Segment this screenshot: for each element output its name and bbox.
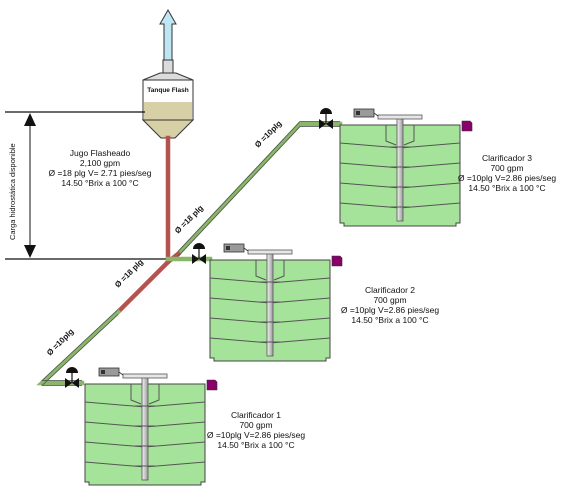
clarifier-1-info: Clarificador 1 700 gpm Ø =10plg V=2.86 p… [196, 410, 316, 450]
hydrostatic-head-label: Carga hidrostática disponible [8, 143, 17, 240]
valve-icon [192, 243, 206, 264]
clarifier-pipe: Ø =10plg V=2.86 pies/seg [457, 173, 557, 183]
vent-arrow [159, 8, 177, 61]
clarifier-name: Clarificador 2 [364, 285, 416, 295]
svg-text:Ø =10plg: Ø =10plg [45, 327, 75, 357]
hydrostatic-head-dimension [5, 111, 185, 260]
clarifier-brix: 14.50 °Brix a 100 °C [217, 440, 295, 450]
clarifier-flow: 700 gpm [490, 163, 524, 173]
flash-tank-label: Tanque Flash [147, 87, 189, 94]
clarifier-2-info: Clarificador 2 700 gpm Ø =10plg V=2.86 p… [330, 285, 450, 325]
clarifier-flow: 700 gpm [373, 295, 407, 305]
clarifier-tank [209, 243, 343, 362]
clarifier-pipe: Ø =10plg V=2.86 pies/seg [206, 430, 306, 440]
clarifier-name: Clarificador 1 [230, 410, 282, 420]
clarifier-pipe: Ø =10plg V=2.86 pies/seg [340, 305, 440, 315]
clarifier-flow: 700 gpm [239, 420, 273, 430]
valve-icon [65, 367, 79, 388]
juice-info: Jugo Flasheado 2,100 gpm Ø =18 plg V= 2.… [40, 148, 160, 188]
juice-brix: 14.50 °Brix a 100 °C [61, 178, 139, 188]
juice-pipe: Ø =18 plg V= 2.71 pies/seg [48, 168, 152, 178]
valve-icon [319, 108, 333, 129]
pipe-label-main-lower: Ø =18 plg [113, 257, 145, 289]
clarifier-name: Clarificador 3 [481, 153, 533, 163]
flash-tank [141, 59, 195, 139]
juice-flow: 2,100 gpm [79, 158, 121, 168]
juice-name: Jugo Flasheado [69, 148, 131, 158]
clarifier-brix: 14.50 °Brix a 100 °C [468, 183, 546, 193]
clarifier-3-info: Clarificador 3 700 gpm Ø =10plg V=2.86 p… [452, 153, 562, 193]
clarifier-tank [339, 108, 473, 227]
clarifier-tank [84, 367, 218, 486]
svg-text:Ø =18 plg: Ø =18 plg [113, 257, 145, 289]
clarifier-brix: 14.50 °Brix a 100 °C [351, 315, 429, 325]
clarifiers [84, 108, 473, 486]
pipe-label-branch-bottom: Ø =10plg [45, 327, 75, 357]
